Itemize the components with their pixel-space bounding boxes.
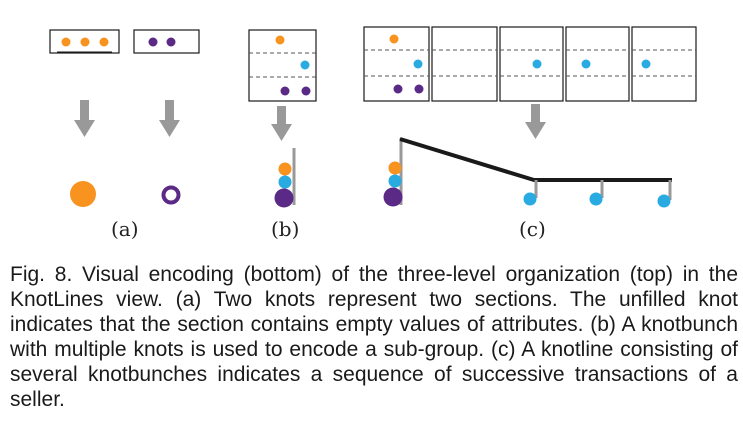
purple-knot — [274, 188, 294, 208]
down-arrow-icon — [271, 106, 292, 141]
blue-dot — [413, 59, 423, 69]
purple-dot — [166, 37, 176, 47]
purple-dot — [280, 86, 290, 96]
panel-b — [248, 29, 317, 208]
orange-dot — [389, 34, 399, 44]
blue-dot — [532, 59, 542, 69]
sequence-box-4 — [565, 26, 630, 102]
purple-knot — [383, 187, 403, 207]
orange-dot — [80, 37, 90, 47]
down-arrow-icon — [159, 100, 180, 137]
diagram-svg — [49, 26, 697, 208]
panel-a — [49, 29, 200, 207]
orange-dot — [99, 37, 109, 47]
purple-dot — [301, 86, 311, 96]
blue-knot — [523, 192, 537, 206]
sequence-box-5 — [631, 26, 697, 102]
unfilled-knot — [161, 185, 181, 205]
down-arrow-icon — [525, 104, 546, 139]
section-box-2 — [133, 29, 200, 54]
sequence-box-1 — [363, 26, 430, 102]
blue-knot — [278, 175, 292, 189]
figure-caption: Fig. 8. Visual encoding (bottom) of the … — [10, 263, 738, 411]
figure-diagram: (a) (b) (c) — [49, 26, 697, 241]
panel-label-c: (c) — [519, 217, 546, 241]
section-box-1 — [49, 29, 120, 54]
panel-label-a: (a) — [111, 217, 139, 241]
panel-c — [363, 26, 697, 208]
down-arrow-icon — [74, 100, 95, 137]
orange-dot — [61, 37, 71, 47]
purple-dot — [148, 37, 158, 47]
subgroup-box — [248, 29, 317, 102]
orange-knot — [278, 162, 292, 176]
blue-dot — [581, 59, 591, 69]
panel-label-b: (b) — [271, 217, 300, 241]
knotline — [399, 137, 672, 182]
blue-dot — [641, 59, 651, 69]
blue-dot — [300, 60, 310, 70]
purple-dot — [393, 84, 403, 94]
sequence-box-3 — [499, 26, 564, 102]
purple-dot — [414, 84, 424, 94]
blue-knot — [589, 192, 603, 206]
orange-dot — [275, 35, 285, 45]
blue-knot — [388, 174, 402, 188]
filled-knot — [70, 181, 96, 207]
orange-knot — [388, 161, 402, 175]
sequence-box-2 — [431, 26, 498, 102]
blue-knot — [657, 194, 671, 208]
